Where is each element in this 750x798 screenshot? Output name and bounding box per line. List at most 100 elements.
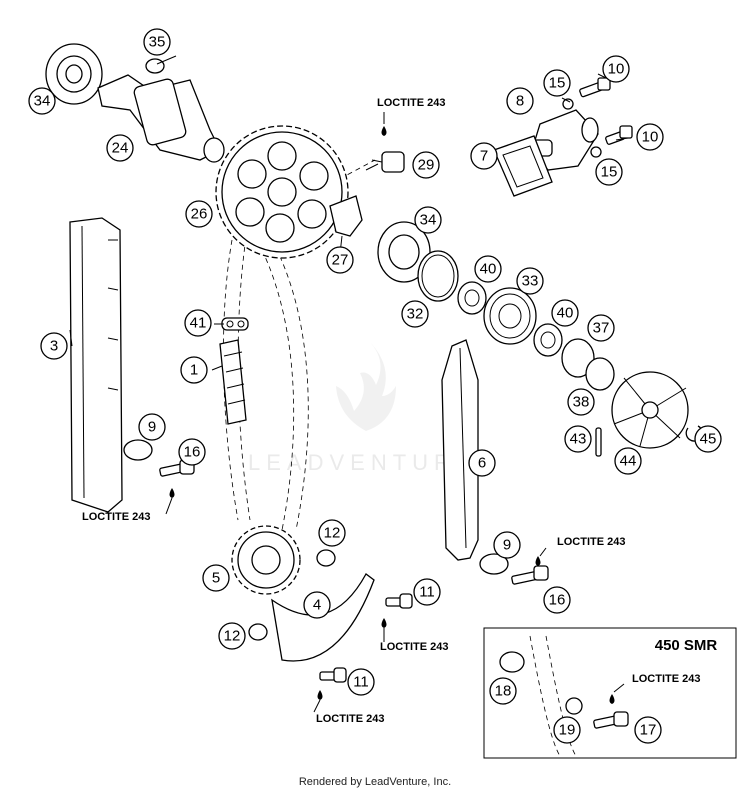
svg-text:6: 6 xyxy=(478,455,486,472)
callout-15-lower: 15 xyxy=(595,158,623,186)
loctite-text: LOCTITE 243 xyxy=(557,536,625,548)
chain-guide-rail xyxy=(441,339,479,561)
tensioner-bolt-lower xyxy=(605,125,633,145)
lower-chain-guide xyxy=(271,573,375,662)
svg-text:16: 16 xyxy=(549,592,566,609)
loctite-label-inset: LOCTITE 243 xyxy=(609,673,700,704)
callout-15-upper: 15 xyxy=(543,69,571,97)
svg-text:9: 9 xyxy=(503,537,511,554)
callout-38: 38 xyxy=(567,388,595,416)
svg-text:24: 24 xyxy=(112,140,129,157)
adhesive-drop-icon xyxy=(381,126,387,136)
svg-text:34: 34 xyxy=(420,212,437,229)
callout-4: 4 xyxy=(303,591,331,619)
svg-text:19: 19 xyxy=(559,722,576,739)
svg-text:29: 29 xyxy=(418,157,435,174)
callout-32: 32 xyxy=(401,300,429,328)
inset-title: 450 SMR xyxy=(655,637,718,654)
camshaft-part xyxy=(45,43,225,163)
adhesive-drop-icon xyxy=(535,556,541,566)
svg-text:37: 37 xyxy=(593,320,610,337)
callout-16-right: 16 xyxy=(543,586,571,614)
callout-11-upper: 11 xyxy=(413,578,441,606)
callout-34-left: 34 xyxy=(28,87,56,115)
loctite-label-left: LOCTITE 243 xyxy=(82,488,175,523)
svg-text:40: 40 xyxy=(557,305,574,322)
svg-text:40: 40 xyxy=(480,261,497,278)
leader-lines xyxy=(49,55,629,371)
svg-text:32: 32 xyxy=(407,306,424,323)
callout-26: 26 xyxy=(185,200,213,228)
adhesive-drop-icon xyxy=(609,694,615,704)
callout-37: 37 xyxy=(587,314,615,342)
svg-text:34: 34 xyxy=(34,93,51,110)
callout-45: 45 xyxy=(694,425,722,453)
svg-text:41: 41 xyxy=(190,315,207,332)
loctite-text: LOCTITE 243 xyxy=(380,641,448,653)
svg-text:7: 7 xyxy=(480,148,488,165)
svg-text:33: 33 xyxy=(522,273,539,290)
watermark-logo: LEADVENTURE xyxy=(248,340,477,475)
svg-text:11: 11 xyxy=(419,584,435,601)
callout-17: 17 xyxy=(634,716,662,744)
callout-5: 5 xyxy=(202,564,230,592)
footer-credit: Rendered by LeadVenture, Inc. xyxy=(298,776,452,788)
svg-text:26: 26 xyxy=(191,206,208,223)
adhesive-drop-icon xyxy=(317,690,323,700)
callout-44: 44 xyxy=(614,447,642,475)
guide-bolt-11-upper xyxy=(385,593,413,609)
tensioner-rail xyxy=(69,217,123,513)
adhesive-drop-icon xyxy=(381,618,387,628)
callout-29: 29 xyxy=(412,151,440,179)
washer-upper xyxy=(562,98,574,110)
guide-bushing-12-upper xyxy=(316,549,336,567)
svg-text:44: 44 xyxy=(620,453,637,470)
loctite-text: LOCTITE 243 xyxy=(377,97,445,109)
svg-text:12: 12 xyxy=(324,525,341,542)
callout-43: 43 xyxy=(564,425,592,453)
callout-6: 6 xyxy=(468,449,496,477)
svg-text:15: 15 xyxy=(549,75,566,92)
callout-3: 3 xyxy=(40,332,68,360)
camshaft-sprocket xyxy=(215,125,349,259)
guide-bolt-11-lower xyxy=(319,667,347,683)
watermark-text: LEADVENTURE xyxy=(248,450,477,475)
decompressor-lever xyxy=(329,195,363,237)
svg-text:27: 27 xyxy=(332,252,349,269)
tensioner-bolt-upper xyxy=(579,77,611,98)
callout-12-lower: 12 xyxy=(218,622,246,650)
guide-bushing-left xyxy=(123,439,153,461)
svg-text:15: 15 xyxy=(601,164,618,181)
callout-40-upper: 40 xyxy=(474,255,502,283)
guide-bolt-right xyxy=(511,565,549,585)
svg-text:45: 45 xyxy=(700,431,717,448)
svg-text:3: 3 xyxy=(50,338,58,355)
callout-8: 8 xyxy=(506,87,534,115)
svg-text:17: 17 xyxy=(640,722,657,739)
svg-text:11: 11 xyxy=(353,674,369,691)
adhesive-drop-icon xyxy=(169,488,175,498)
svg-text:1: 1 xyxy=(190,362,198,379)
callout-10-lower: 10 xyxy=(636,123,664,151)
svg-text:4: 4 xyxy=(313,597,321,614)
pump-drive-gear xyxy=(483,287,537,345)
callout-9-left: 9 xyxy=(138,413,166,441)
callout-7: 7 xyxy=(470,142,498,170)
callout-16-left: 16 xyxy=(178,438,206,466)
loctite-text: LOCTITE 243 xyxy=(82,511,150,523)
loctite-label-bottom: LOCTITE 243 xyxy=(313,690,384,725)
inset-bolt xyxy=(593,711,629,729)
svg-text:12: 12 xyxy=(224,628,241,645)
loctite-text: LOCTITE 243 xyxy=(316,713,384,725)
seal-ring xyxy=(417,250,459,302)
callout-10-upper: 10 xyxy=(602,55,630,83)
bearing-right xyxy=(377,221,431,283)
loctite-label-top: LOCTITE 243 xyxy=(377,97,445,136)
o-ring-upper xyxy=(561,338,595,378)
svg-text:35: 35 xyxy=(149,34,166,51)
guide-bushing-12-lower xyxy=(248,623,268,641)
timing-chain-segment xyxy=(219,339,247,425)
chain-master-link xyxy=(221,317,249,331)
o-ring-lower xyxy=(585,357,615,391)
